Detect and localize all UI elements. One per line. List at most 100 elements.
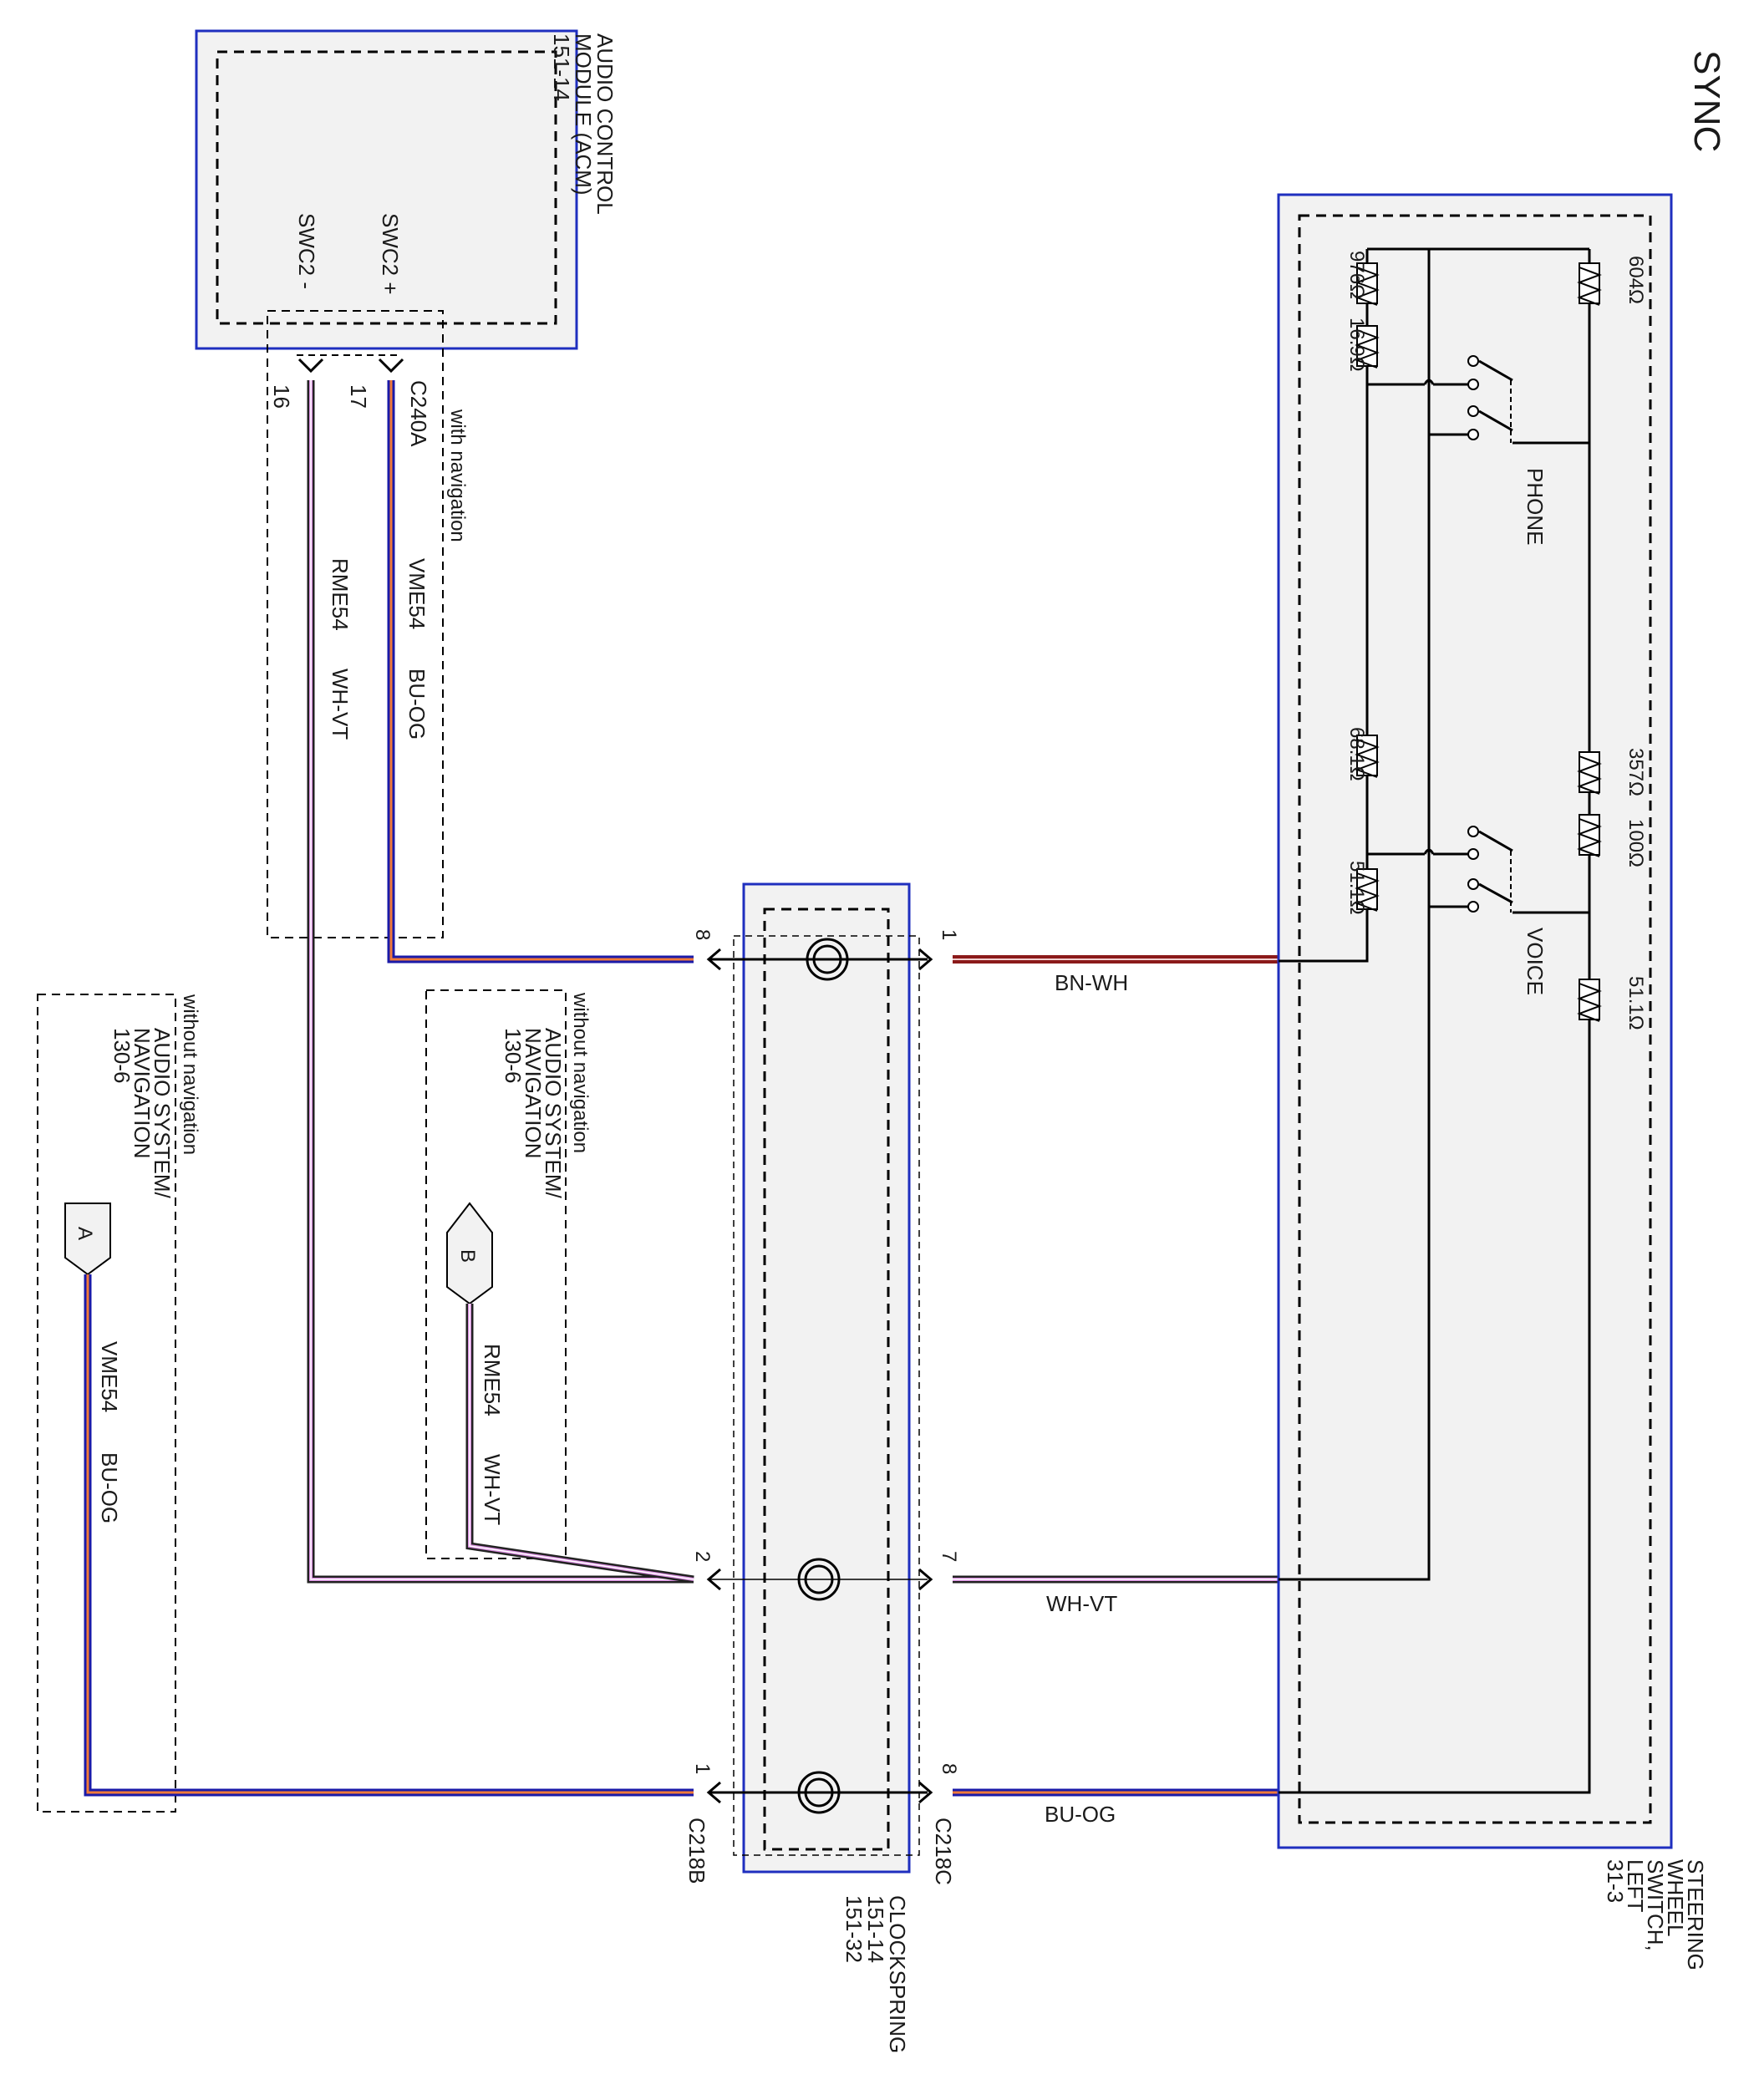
acm-plus-color-label: BU-OG [404,669,430,740]
nav-a-dashed-box [37,994,176,1813]
clockspring: 8 2 1 1 7 8 C218B C218C CLOCKSPRING 151-… [684,882,960,2053]
resistor-357 [1577,751,1602,795]
acm-pin16-label: 16 [269,384,294,409]
svg-text:NAVIGATION: NAVIGATION [130,1028,155,1159]
svg-text:151-14: 151-14 [863,1895,888,1963]
nav-a-label: AUDIO SYSTEM/ NAVIGATION 130-6 [109,1028,175,1198]
svg-text:STEERING: STEERING [1683,1859,1708,1970]
c218b-pin8-label: 8 [691,929,714,940]
acm-pin17-arrow [378,358,404,374]
svg-text:SWITCH,: SWITCH, [1643,1859,1668,1951]
wire-rme54-acm [307,380,694,1584]
wire-rme54-nav-b [465,1304,694,1584]
resistor-357-label: 357Ω [1624,748,1647,796]
nav-a-circuit-label: VME54 [97,1341,122,1412]
nav-b-ref-tag [446,1202,493,1305]
nav-a-color-label: BU-OG [97,1452,122,1523]
acm-pin17-label: 17 [346,384,371,409]
c218b-pin1-arrow [706,1781,721,1804]
c218b-pin2-arrow [706,1568,721,1591]
wire-vme54-nav-a [84,1274,694,1797]
with-navigation-label: with navigation [446,409,469,542]
svg-text:NAVIGATION: NAVIGATION [521,1028,546,1159]
acm-label: AUDIO CONTROL MODULE (ACM) 151-14 [549,33,618,215]
acm-minus-color-label: WH-VT [328,669,353,740]
resistor-604 [1577,262,1602,306]
c218c-label: C218C [931,1818,956,1885]
c218c-pin7-arrow [918,1568,933,1591]
resistor-51-1-left [1355,868,1380,912]
nav-b-label: AUDIO SYSTEM/ NAVIGATION 130-6 [501,1028,566,1198]
nav-b-ref-label: B [456,1249,479,1263]
resistor-976-label: 976Ω [1345,251,1368,299]
c218c-pin8-label: 8 [938,1763,960,1774]
resistor-16-9 [1355,325,1380,369]
acm-pin-plus-label: SWC2 + [378,213,403,295]
acm-plus-circuit-label: VME54 [404,558,430,629]
acm-inner-dashed [216,50,557,325]
with-navigation-box [267,310,444,938]
page-title: SYNC [1686,50,1727,152]
steering-switch-label: STEERING WHEEL SWITCH, LEFT 31-3 [1603,1859,1708,1970]
clockspring-label: CLOCKSPRING 151-14 151-32 [841,1895,910,2053]
resistor-16-9-label: 16.9Ω [1345,318,1368,372]
phone-switch: PHONE [1367,355,1589,545]
switch-inner-dashed [1298,214,1652,1824]
svg-text:31-3: 31-3 [1603,1859,1628,1903]
nav-b-option-label: without navigation [569,992,592,1153]
phone-label: PHONE [1523,468,1548,545]
svg-text:AUDIO SYSTEM/: AUDIO SYSTEM/ [150,1028,175,1198]
acm-pin-minus-label: SWC2 - [294,213,319,289]
c218b-label: C218B [684,1818,709,1884]
c218b-pin2-label: 2 [691,1551,714,1562]
c240a-label: C240A [406,380,431,447]
steering-wheel-switch: 976Ω 16.9Ω 68.1Ω 51.1Ω 604Ω 357Ω 100Ω 51… [1277,193,1708,1970]
nav-b-circuit-label: RME54 [480,1344,505,1416]
clockspring-connector-outline [733,935,920,1856]
acm-label-line3: 151-14 [549,33,574,101]
svg-text:AUDIO SYSTEM/: AUDIO SYSTEM/ [541,1028,566,1198]
acm-frame [195,29,578,350]
nav-b-color-label: WH-VT [480,1454,505,1525]
voice-label: VOICE [1523,928,1548,995]
svg-text:151-32: 151-32 [841,1895,867,1963]
nav-a-group: without navigation AUDIO SYSTEM/ NAVIGAT… [37,994,694,1813]
svg-text:LEFT: LEFT [1623,1859,1648,1913]
voice-switch: VOICE [1367,826,1589,995]
right-top-wire-label: BN-WH [1055,970,1128,995]
clockspring-inner-dashed [763,908,890,1851]
svg-text:CLOCKSPRING: CLOCKSPRING [885,1895,910,2053]
svg-text:130-6: 130-6 [109,1028,135,1084]
switch-left-rail [1279,249,1369,963]
switch-frame [1277,193,1673,1849]
c218b-pin1-label: 1 [691,1763,714,1774]
c218c-pin7-label: 7 [938,1551,960,1562]
nav-b-group: without navigation AUDIO SYSTEM/ NAVIGAT… [425,989,694,1584]
clockspring-frame [742,882,911,1874]
resistor-100 [1577,814,1602,857]
c218c-pin1-label: 1 [938,929,960,940]
svg-text:WHEEL: WHEEL [1663,1859,1688,1936]
acm-pin16-arrow [297,358,324,374]
c218c-pin8-arrow [918,1781,933,1804]
c218c-pin1-arrow [918,948,933,971]
right-bot-wire-label: BU-OG [1045,1802,1116,1827]
resistor-976 [1355,262,1380,306]
resistor-51-1-right-label: 51.1Ω [1624,976,1647,1030]
nav-a-ref-tag [64,1203,111,1276]
c218b-pin8-arrow [706,948,721,971]
resistor-68-1-label: 68.1Ω [1345,727,1368,781]
resistor-604-label: 604Ω [1624,256,1647,304]
nav-a-option-label: without navigation [179,994,201,1155]
svg-text:130-6: 130-6 [501,1028,526,1084]
acm-label-line2: MODULE (ACM) [571,33,596,196]
resistor-100-label: 100Ω [1624,819,1647,867]
right-mid-wire-label: WH-VT [1046,1591,1117,1616]
acm-minus-circuit-label: RME54 [328,558,353,631]
resistor-51-1-right [1577,979,1602,1022]
nav-a-ref-label: A [74,1227,96,1240]
resistor-68-1 [1355,735,1380,778]
acm-module: AUDIO CONTROL MODULE (ACM) 151-14 SWC2 +… [195,29,618,350]
